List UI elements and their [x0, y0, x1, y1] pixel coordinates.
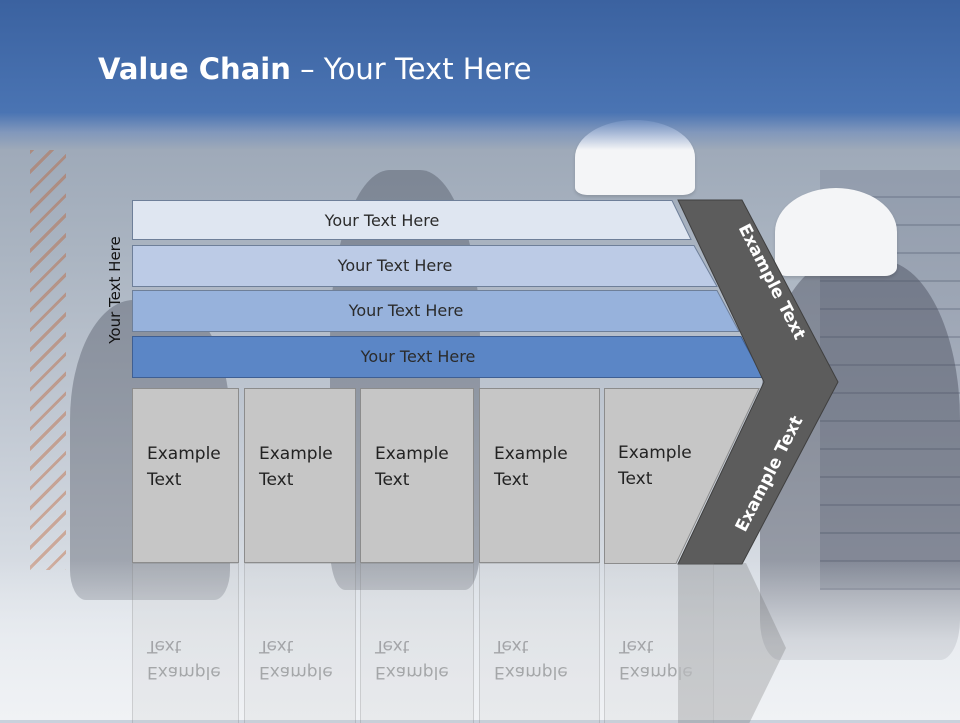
support-bar-label: Your Text Here: [348, 300, 464, 320]
activity-line2: Text: [375, 470, 410, 490]
activity-line1: Example: [147, 444, 221, 464]
support-bar-label: Your Text Here: [324, 210, 440, 230]
crane-graphic: [30, 150, 66, 570]
slide-title: Value Chain – Your Text Here: [98, 52, 532, 86]
support-bar-label: Your Text Here: [337, 255, 453, 275]
activity-line2: Text: [147, 470, 182, 490]
vertical-label: Your Text Here: [102, 200, 128, 380]
activity-line1: Example: [375, 444, 449, 464]
title-banner: [0, 0, 960, 150]
activity-line1: Example: [259, 444, 333, 464]
support-bar-1: Your Text Here: [132, 200, 692, 240]
support-bar-3: Your Text Here: [132, 290, 740, 332]
activity-line2: Text: [259, 470, 294, 490]
activity-line1: Example: [618, 443, 692, 463]
support-bar-4: Your Text Here: [132, 336, 764, 378]
activity-line2: Text: [494, 470, 529, 490]
title-bold: Value Chain: [98, 52, 291, 86]
support-bar-2: Your Text Here: [132, 245, 718, 287]
vertical-label-text: Your Text Here: [106, 236, 124, 344]
support-bar-label: Your Text Here: [360, 346, 476, 366]
activity-line2: Text: [618, 469, 653, 489]
title-rest: – Your Text Here: [290, 52, 532, 86]
activity-line1: Example: [494, 444, 568, 464]
bottom-fade: [0, 560, 960, 720]
hard-hat-graphic: [775, 188, 897, 276]
